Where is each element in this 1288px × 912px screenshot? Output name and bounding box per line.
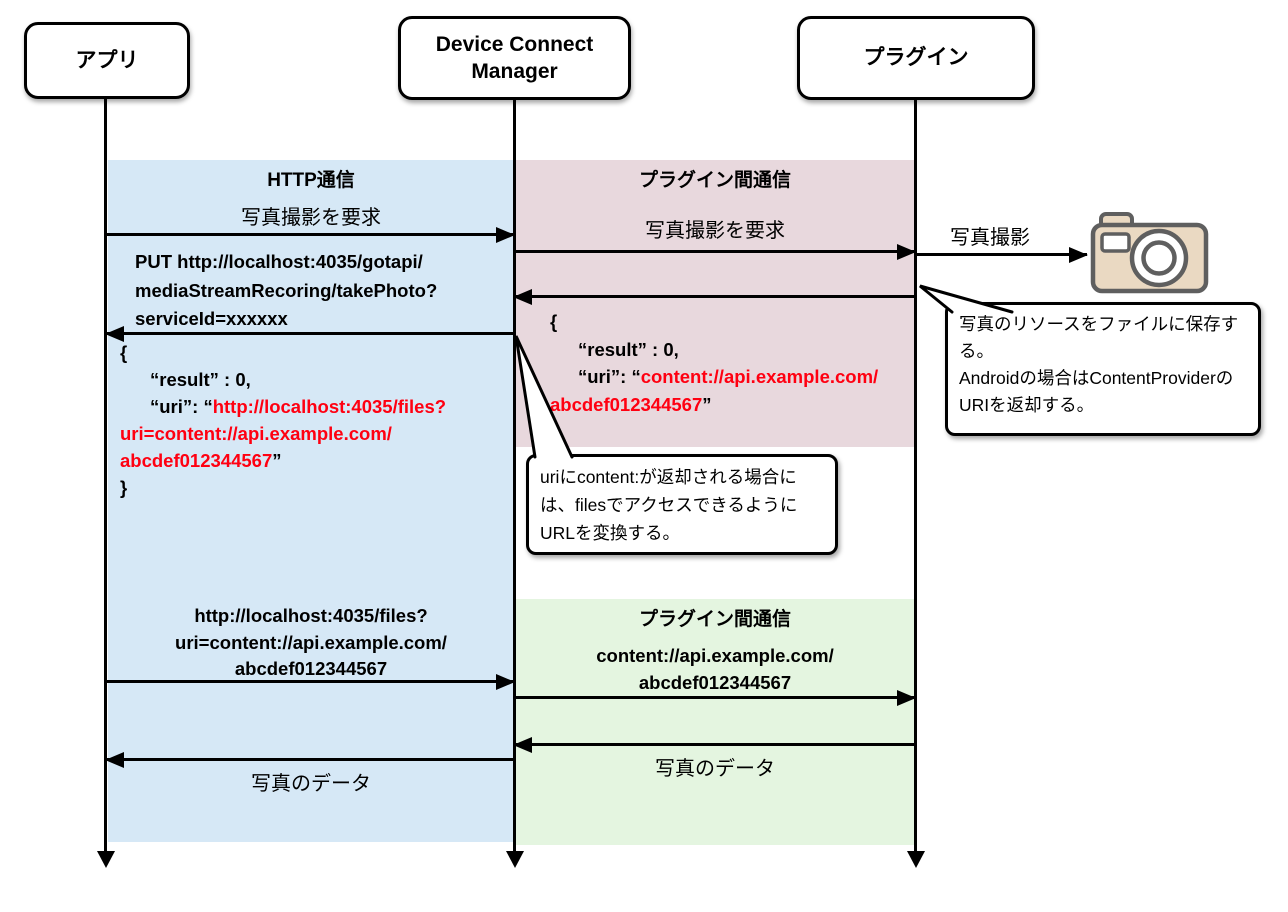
arrow-content-request	[514, 689, 916, 706]
region-plugin-comm-2-title: プラグイン間通信	[638, 609, 791, 630]
message-take-photo-label: 写真撮影	[950, 227, 1030, 249]
json-uri-highlight: abcdef012344567	[550, 393, 703, 415]
arrow-files-request	[106, 673, 515, 690]
note-save-resource-text-1: 写真のリソースをファイルに保存する。	[959, 314, 1239, 361]
content-request-line: content://api.example.com/	[596, 645, 834, 666]
json-uri-highlight: http://localhost:4035/files?	[212, 396, 447, 417]
files-request-line: http://localhost:4035/files?	[194, 605, 428, 626]
json-line: }	[120, 477, 128, 498]
plugin-response-json: { “result” : 0, “uri”: “content://api.ex…	[550, 308, 878, 446]
files-request-text: http://localhost:4035/files? uri=content…	[108, 603, 514, 683]
message-photo-request-plugin-label: 写真撮影を要求	[645, 220, 785, 242]
http-response-json: { “result” : 0, “uri”: “http://localhost…	[120, 339, 446, 501]
arrow-photo-request-http	[106, 226, 515, 243]
arrow-take-photo	[915, 246, 1088, 263]
arrowhead-right-icon	[1069, 246, 1088, 263]
arrowhead-right-icon	[496, 226, 515, 243]
json-line: {	[550, 311, 558, 332]
region-http-title: HTTP通信	[267, 170, 355, 191]
arrow-photo-data-plugin	[513, 736, 915, 753]
json-line: {	[120, 342, 128, 363]
put-request-text: PUT http://localhost:4035/gotapi/ mediaS…	[135, 248, 437, 334]
lifeline-app	[104, 99, 107, 853]
arrowhead-right-icon	[897, 243, 916, 260]
json-key: “uri”: “	[150, 396, 213, 417]
json-line: “uri”: “content://api.example.com/	[550, 363, 878, 391]
put-request-line: serviceId=xxxxxx	[135, 308, 288, 329]
actor-device-connect-manager-label: Device Connect Manager	[435, 32, 594, 83]
note-save-resource-text-2: Androidの場合はContentProviderのURIを返却する。	[959, 368, 1234, 415]
json-line: uri=content://api.example.com/	[120, 420, 446, 447]
put-request-line: PUT http://localhost:4035/gotapi/	[135, 251, 423, 272]
lifeline-plugin-arrow-icon	[906, 851, 925, 868]
arrow-photo-data-http	[105, 751, 514, 768]
arrow-photo-request-plugin	[514, 243, 916, 260]
actor-device-connect-manager-box: Device Connect Manager	[398, 16, 631, 100]
json-close-quote: ”	[702, 393, 712, 415]
json-line: }	[550, 421, 558, 442]
message-photo-request-http-label: 写真撮影を要求	[241, 207, 381, 229]
arrowhead-right-icon	[897, 689, 916, 706]
put-request-line: mediaStreamRecoring/takePhoto?	[135, 279, 438, 301]
lifeline-dcm-arrow-icon	[505, 851, 524, 868]
json-uri-highlight: content://api.example.com/	[640, 366, 879, 387]
files-request-line: abcdef012344567	[234, 658, 388, 679]
json-line: abcdef012344567”	[550, 391, 878, 419]
camera-viewfinder	[1100, 232, 1131, 253]
json-line: “uri”: “http://localhost:4035/files?	[120, 393, 446, 420]
actor-app-box: アプリ	[24, 22, 190, 99]
arrow-http-response	[105, 325, 514, 342]
actor-app-label: アプリ	[75, 48, 139, 72]
lifeline-app-arrow-icon	[96, 851, 115, 868]
camera-lens-inner	[1141, 240, 1177, 276]
region-plugin-comm-1-title: プラグイン間通信	[638, 170, 791, 191]
json-line: abcdef012344567”	[120, 447, 446, 474]
json-key: “uri”: “	[578, 366, 641, 387]
arrowhead-left-icon	[513, 736, 532, 753]
region-plugin-comm-1: プラグイン間通信	[516, 160, 914, 447]
content-request-line: abcdef012344567	[638, 672, 792, 693]
arrowhead-left-icon	[513, 288, 532, 305]
arrowhead-right-icon	[496, 673, 515, 690]
content-request-text: content://api.example.com/ abcdef0123445…	[516, 642, 914, 696]
note-save-resource: 写真のリソースをファイルに保存する。 Androidの場合はContentPro…	[945, 302, 1261, 436]
json-uri-highlight: uri=content://api.example.com/	[120, 423, 392, 444]
json-close-quote: ”	[272, 450, 282, 471]
camera-icon	[1090, 212, 1209, 294]
json-uri-highlight: abcdef012344567	[120, 450, 273, 471]
arrow-plugin-response	[513, 288, 915, 305]
json-line: “result” : 0,	[578, 338, 679, 360]
region-http: HTTP通信	[108, 160, 514, 842]
arrowhead-left-icon	[105, 325, 124, 342]
message-photo-data-http-label: 写真のデータ	[251, 773, 371, 795]
lifeline-plugin	[914, 99, 917, 853]
note-convert-url: uriにcontent:が返却される場合には、filesでアクセスできるようにU…	[526, 454, 838, 555]
actor-plugin-box: プラグイン	[797, 16, 1035, 100]
json-line: “result” : 0,	[150, 369, 251, 390]
lifeline-device-connect-manager	[513, 99, 516, 853]
note-convert-url-text: uriにcontent:が返却される場合には、filesでアクセスできるようにU…	[540, 467, 798, 543]
files-request-line: uri=content://api.example.com/	[175, 631, 447, 653]
message-photo-data-plugin-label: 写真のデータ	[655, 758, 775, 780]
actor-plugin-label: プラグイン	[863, 46, 969, 70]
region-plugin-comm-2: プラグイン間通信	[516, 599, 914, 845]
arrowhead-left-icon	[105, 751, 124, 768]
